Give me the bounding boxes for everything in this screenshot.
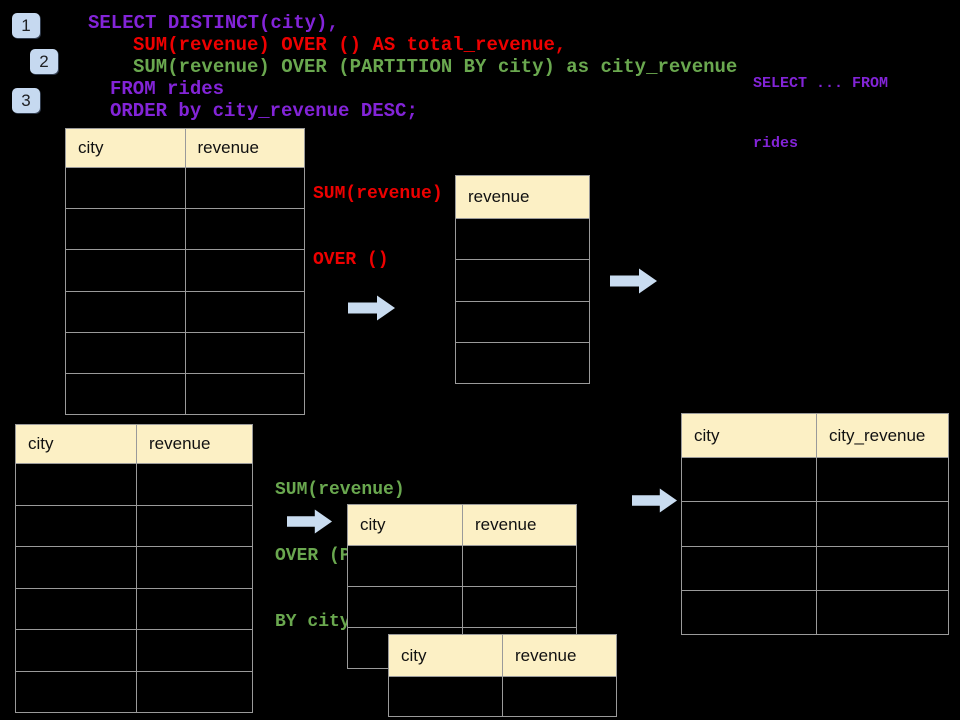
column-header-revenue: revenue — [185, 129, 304, 167]
table-cell — [137, 505, 252, 546]
table-cell — [66, 291, 185, 332]
table-cell — [16, 464, 136, 505]
table-cell — [137, 547, 252, 588]
table-cell — [682, 458, 816, 502]
table-cell — [66, 332, 185, 373]
table-cell — [137, 588, 252, 629]
column-header-city: city — [66, 129, 185, 167]
table-rides-source-2: city revenue — [15, 424, 253, 713]
table-cell — [348, 546, 462, 586]
column-header-city: city — [16, 425, 136, 463]
column-header-revenue: revenue — [463, 505, 576, 545]
column-header-city: city — [682, 414, 816, 457]
table-cell — [456, 260, 589, 301]
table-cell — [817, 590, 948, 634]
column-header-city: city — [389, 635, 502, 676]
table-cell — [16, 671, 136, 712]
table-cell — [503, 677, 616, 716]
table-cell — [16, 547, 136, 588]
sql-line-order-by: ORDER by city_revenue DESC; — [110, 100, 418, 122]
table-cell — [456, 301, 589, 342]
column-header-revenue: revenue — [456, 176, 589, 218]
table-cell — [463, 587, 576, 627]
column-header-revenue: revenue — [137, 425, 252, 463]
table-cell — [137, 671, 252, 712]
table-cell — [348, 587, 462, 627]
annotation-total-line-2: OVER () — [313, 250, 389, 270]
table-cell — [456, 342, 589, 384]
table-cell — [682, 590, 816, 634]
step-badge-1: 1 — [12, 13, 40, 38]
sql-snippet-line-2: rides — [753, 135, 799, 152]
table-cell — [817, 546, 948, 590]
table-result: city city_revenue — [681, 413, 949, 635]
table-cell — [817, 502, 948, 546]
sql-line-select: SELECT DISTINCT(city), — [88, 12, 339, 34]
sql-snippet-from-rides: SELECT ... FROM rides — [753, 34, 888, 194]
table-total-revenue: revenue — [455, 175, 590, 385]
table-cell — [185, 373, 304, 415]
table-cell — [66, 250, 185, 291]
table-cell — [185, 209, 304, 250]
annotation-partition-line-1: SUM(revenue) — [275, 480, 405, 500]
sql-snippet-line-1: SELECT ... FROM — [753, 75, 889, 92]
column-header-city-revenue: city_revenue — [817, 414, 948, 457]
table-cell — [66, 209, 185, 250]
table-cell — [185, 291, 304, 332]
arrow-right-icon — [287, 509, 333, 534]
table-cell — [682, 546, 816, 590]
table-cell — [66, 373, 185, 415]
arrow-right-icon — [610, 268, 658, 294]
table-cell — [456, 219, 589, 260]
table-cell — [185, 332, 304, 373]
table-cell — [682, 502, 816, 546]
table-cell — [185, 168, 304, 209]
sql-line-from: FROM rides — [110, 78, 225, 100]
column-header-revenue: revenue — [503, 635, 616, 676]
table-city-partition-overlay: city revenue — [388, 634, 617, 717]
table-cell — [16, 630, 136, 671]
sql-line-total-revenue: SUM(revenue) OVER () AS total_revenue, — [133, 34, 567, 56]
step-badge-3: 3 — [12, 88, 40, 113]
table-cell — [16, 588, 136, 629]
table-cell — [185, 250, 304, 291]
annotation-total-revenue: SUM(revenue) OVER () — [313, 139, 443, 315]
table-cell — [137, 630, 252, 671]
table-rides-source: city revenue — [65, 128, 305, 416]
table-cell — [463, 546, 576, 586]
arrow-right-icon — [348, 295, 396, 321]
step-badge-2: 2 — [30, 49, 58, 74]
annotation-total-line-1: SUM(revenue) — [313, 184, 443, 204]
table-cell — [16, 505, 136, 546]
column-header-city: city — [348, 505, 462, 545]
table-cell — [389, 677, 502, 716]
arrow-right-icon — [632, 487, 678, 514]
table-cell — [137, 464, 252, 505]
sql-line-city-revenue: SUM(revenue) OVER (PARTITION BY city) as… — [133, 56, 738, 78]
table-cell — [817, 458, 948, 502]
table-cell — [66, 168, 185, 209]
